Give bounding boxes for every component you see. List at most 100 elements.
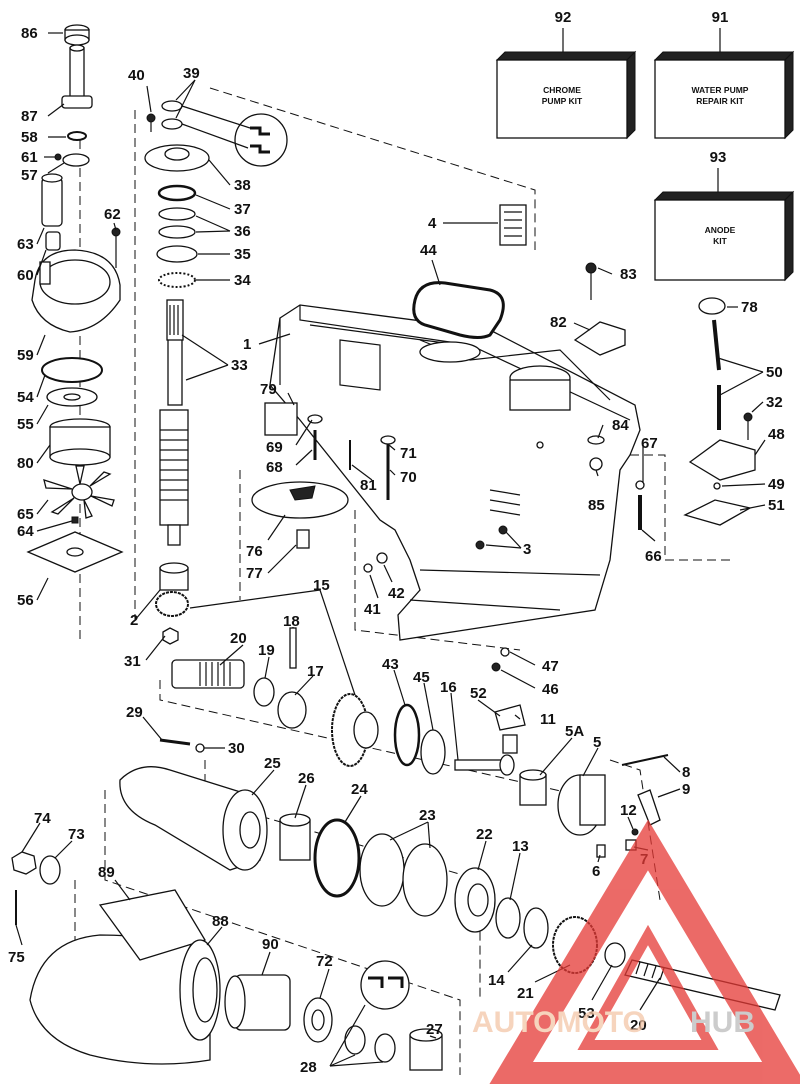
kit-label-line2: KIT (713, 236, 728, 246)
washer-47 (500, 647, 510, 657)
callout-85: 85 (588, 497, 605, 514)
trim-tab-part (573, 262, 626, 356)
watermark-text-hub: HUB (690, 1006, 755, 1039)
callout-83: 83 (620, 266, 637, 283)
callout-66: 66 (645, 548, 662, 565)
callout-82: 82 (550, 314, 567, 331)
callout-33: 33 (231, 357, 248, 374)
callout-29: 29 (126, 704, 143, 721)
callout-16: 16 (440, 679, 457, 696)
water-pump-assembly (26, 24, 124, 573)
anode-kit-box: 93 ANODE KIT (653, 149, 795, 282)
callout-26: 26 (298, 770, 315, 787)
callout-24: 24 (351, 781, 368, 798)
callout-89: 89 (98, 864, 115, 881)
callout-11: 11 (540, 711, 556, 728)
callout-47: 47 (542, 658, 559, 675)
callout-20-upper: 20 (230, 630, 247, 647)
watermark-logo-triangle (489, 819, 800, 1084)
callout-54: 54 (17, 389, 34, 406)
callout-3: 3 (523, 541, 531, 558)
screws-3-41-42 (363, 525, 508, 573)
callout-17: 17 (307, 663, 324, 680)
callout-5a: 5A (565, 723, 584, 740)
callout-38: 38 (234, 177, 251, 194)
kit-label-line1: CHROME (543, 85, 581, 95)
chrome-pump-kit-box: 92 CHROME PUMP KIT (495, 9, 637, 140)
driveshaft-assembly (144, 100, 288, 645)
callout-44: 44 (420, 242, 437, 259)
callout-75: 75 (8, 949, 25, 966)
callout-1: 1 (243, 336, 251, 353)
callout-6: 6 (592, 863, 600, 880)
callout-22: 22 (476, 826, 493, 843)
hub-assembly (224, 960, 443, 1071)
washer-84 (587, 435, 605, 445)
callout-90: 90 (262, 936, 279, 953)
kit-number-92: 92 (555, 9, 572, 26)
callout-28: 28 (300, 1059, 317, 1076)
callout-13: 13 (512, 838, 529, 855)
callout-79: 79 (260, 381, 277, 398)
callout-58: 58 (21, 129, 38, 146)
block-part (264, 402, 298, 436)
callout-69: 69 (266, 439, 283, 456)
callout-41: 41 (364, 601, 381, 618)
callout-88: 88 (212, 913, 229, 930)
callout-56: 56 (17, 592, 34, 609)
callout-64: 64 (17, 523, 34, 540)
kit-label-line1: ANODE (705, 225, 736, 235)
callout-18: 18 (283, 613, 300, 630)
callout-39: 39 (183, 65, 200, 82)
callout-4: 4 (428, 215, 437, 232)
callout-68: 68 (266, 459, 283, 476)
callout-80: 80 (17, 455, 34, 472)
prop-nut-assembly (11, 851, 61, 925)
propeller (29, 889, 221, 1065)
callout-57: 57 (21, 167, 38, 184)
callout-73: 73 (68, 826, 85, 843)
callout-42: 42 (388, 585, 405, 602)
callout-8: 8 (682, 764, 690, 781)
callout-72: 72 (316, 953, 333, 970)
callout-60: 60 (17, 267, 34, 284)
watermark-text-automoto: AUTOMOTO (472, 1006, 646, 1039)
bolts-29-30 (159, 738, 205, 753)
callout-78: 78 (741, 299, 758, 316)
callout-34: 34 (234, 272, 251, 289)
water-pump-repair-kit-box: 91 WATER PUMP REPAIR KIT (653, 9, 795, 140)
callout-53: 53 (578, 1005, 595, 1022)
callout-20-lower: 20 (630, 1017, 647, 1034)
callout-31: 31 (124, 653, 141, 670)
callout-25: 25 (264, 755, 281, 772)
callout-9: 9 (682, 781, 690, 798)
kit-label-line1: WATER PUMP (692, 85, 749, 95)
kit-label-line2: REPAIR KIT (696, 96, 744, 106)
screw-46 (491, 662, 501, 672)
callout-32: 32 (766, 394, 783, 411)
callout-48: 48 (768, 426, 785, 443)
callout-37: 37 (234, 201, 251, 218)
callout-2: 2 (130, 612, 138, 629)
callout-43: 43 (382, 656, 399, 673)
callout-77: 77 (246, 565, 263, 582)
callout-62: 62 (104, 206, 121, 223)
callout-49: 49 (768, 476, 785, 493)
callout-numbers: 86 87 58 61 57 63 60 62 59 54 55 80 65 6… (8, 25, 785, 1076)
leader-lines (15, 32, 766, 1067)
kit-label-line2: PUMP KIT (542, 96, 583, 106)
kit-number-91: 91 (712, 9, 729, 26)
screws-68-69 (307, 414, 396, 500)
callout-5: 5 (593, 734, 601, 751)
gearcase-housing (269, 304, 641, 641)
callout-12: 12 (620, 802, 637, 819)
callout-84: 84 (612, 417, 629, 434)
callout-71: 71 (400, 445, 417, 462)
callout-67: 67 (641, 435, 658, 452)
callout-27: 27 (426, 1021, 443, 1038)
callout-63: 63 (17, 236, 34, 253)
callout-86: 86 (21, 25, 38, 42)
kit-number-93: 93 (710, 149, 727, 166)
callout-15: 15 (313, 577, 330, 594)
